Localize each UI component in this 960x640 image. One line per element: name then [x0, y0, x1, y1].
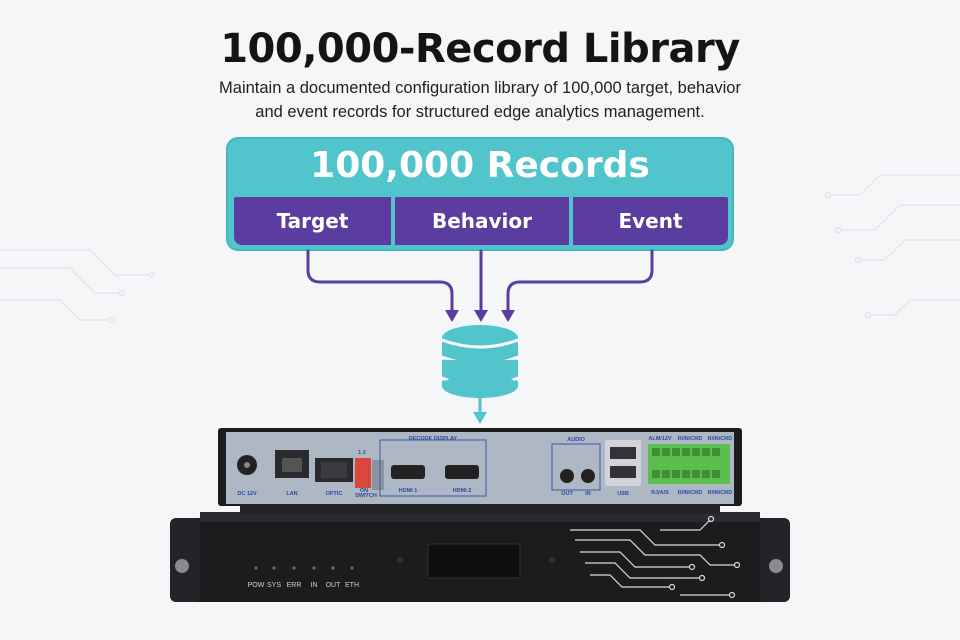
label-out: OUT: [561, 491, 573, 497]
label-dc: DC 12V: [237, 491, 257, 497]
label-rs-bottom1: R/IN/CRD: [678, 490, 702, 496]
label-rs-bottom2: R/IN/CRD: [708, 490, 732, 496]
page-title: 100,000-Record Library: [220, 26, 740, 72]
records-title: 100,000 Records: [310, 145, 650, 186]
front-led-group: POW SYS ERR IN OUT ETH: [248, 566, 359, 589]
label-rs-top1: R/IN/CRD: [678, 436, 702, 442]
usb-port-icon: [605, 440, 641, 486]
records-box: 100,000 Records Target Behavior Event: [226, 137, 734, 251]
label-hdmi1: HDMI 1: [399, 488, 418, 494]
audio-in-port-icon: [581, 469, 595, 483]
dip-switch-icon: [355, 458, 371, 488]
label-audio: AUDIO: [567, 437, 585, 443]
front-display: [427, 543, 521, 579]
category-event: Event: [573, 197, 728, 245]
circuit-pattern: [570, 515, 741, 599]
led-sys: SYS: [267, 582, 281, 589]
label-switch-bottom: ON: [360, 488, 368, 494]
led-out: OUT: [326, 582, 342, 589]
label-alarm-top: ALM/12V: [648, 436, 672, 442]
label-switch: SWITCH: [355, 493, 377, 499]
label-alarm-bottom: RJ/A/S: [651, 490, 669, 496]
label-hdmi2: HDMI 2: [453, 488, 472, 494]
label-optic: OPTIC: [326, 491, 343, 497]
label-switch-top: 1 2: [358, 450, 366, 456]
led-err: ERR: [287, 582, 302, 589]
label-rs-top2: R/IN/CRD: [708, 436, 732, 442]
label-in: IN: [585, 491, 591, 497]
hdmi2-port-icon: [445, 465, 479, 479]
category-behavior: Behavior: [395, 197, 569, 245]
led-pow: POW: [248, 582, 265, 589]
screw-right-icon: [769, 559, 783, 573]
led-in: IN: [311, 582, 318, 589]
label-lan: LAN: [286, 491, 297, 497]
audio-out-port-icon: [560, 469, 574, 483]
subtitle-line-1: Maintain a documented configuration libr…: [219, 79, 741, 97]
hdmi1-port-icon: [391, 465, 425, 479]
page-subtitle: Maintain a documented configuration libr…: [180, 76, 780, 124]
led-eth: ETH: [345, 582, 359, 589]
label-usb: USB: [617, 491, 629, 497]
rear-unit: [218, 428, 742, 514]
label-decode-display: DECODE DISPLAY: [409, 436, 458, 442]
screw-left-icon: [175, 559, 189, 573]
category-target: Target: [234, 197, 391, 245]
subtitle-line-2: and event records for structured edge an…: [255, 103, 705, 121]
front-chassis: [170, 512, 790, 602]
